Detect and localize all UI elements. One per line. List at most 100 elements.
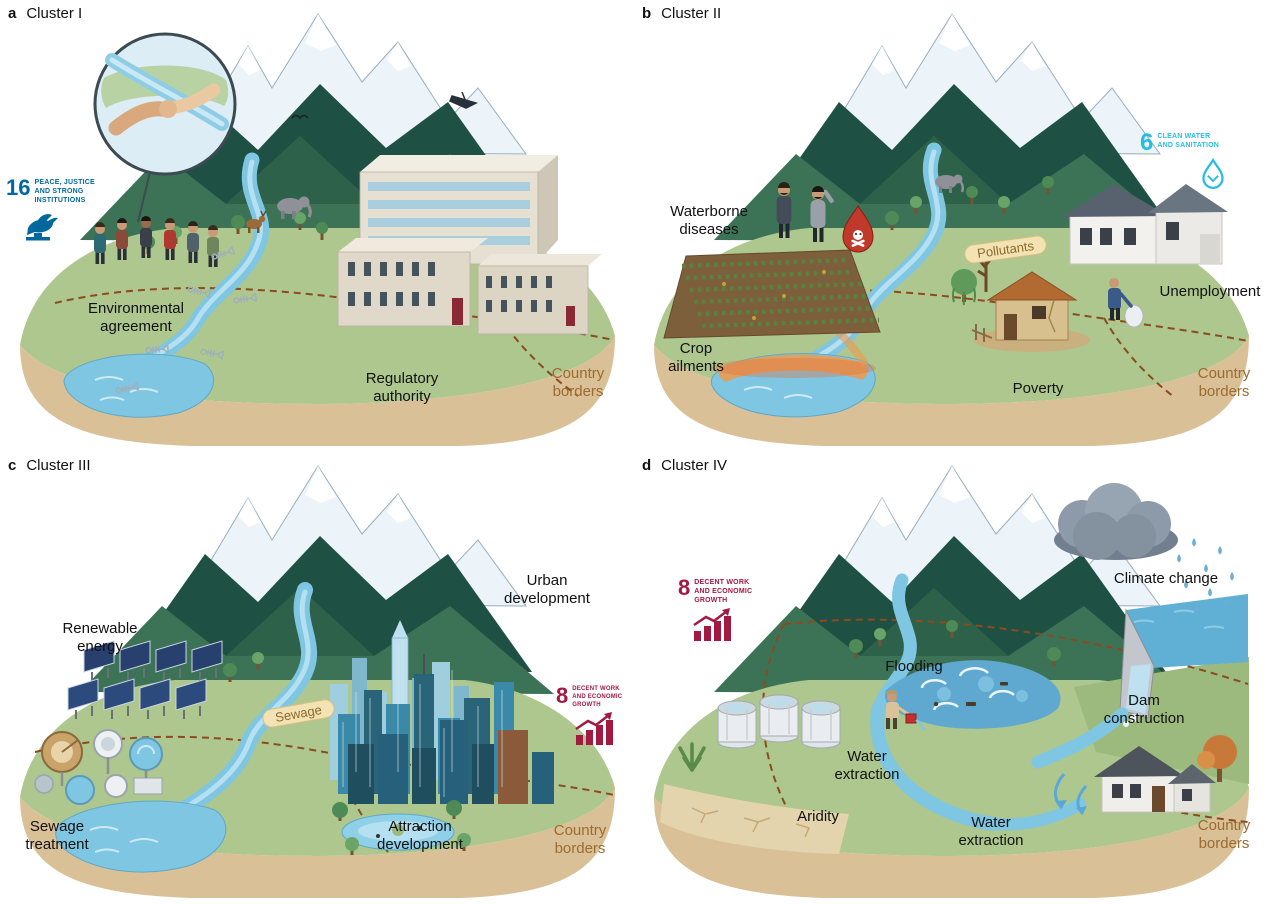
trees	[223, 652, 264, 682]
dove-gavel-icon	[26, 214, 58, 241]
water-extraction-arrows	[1054, 773, 1088, 816]
soil-base	[20, 336, 615, 446]
panel-header: d Cluster IV	[642, 457, 727, 474]
person-with-bucket	[886, 690, 926, 731]
elephant-icon	[935, 174, 965, 193]
scene-cluster-1-illustration	[20, 13, 615, 446]
growth-chart-icon	[693, 608, 731, 642]
panel-header: b Cluster II	[642, 5, 721, 22]
sewage-treatment-plant	[34, 729, 163, 805]
sdg-number: 8	[678, 575, 691, 600]
country-border-line-branch	[499, 316, 579, 397]
label-renewable-energy: Renewable energy	[62, 620, 138, 655]
scene-cluster-4-illustration	[654, 465, 1249, 898]
polluted-lake	[710, 328, 876, 418]
panel-title: Cluster IV	[661, 457, 728, 474]
label-regulatory-authority: Regulatory authority	[365, 370, 439, 405]
modern-house	[1062, 184, 1228, 265]
label-water-extraction-downstream: Water extraction	[958, 814, 1024, 849]
arid-ground	[660, 784, 849, 854]
sdg-8-badge: 8 DECENT WORK AND ECONOMIC GROWTH	[678, 575, 774, 642]
panel-letter: c	[8, 457, 17, 474]
sdg-number: 8	[556, 683, 569, 708]
house	[1094, 746, 1216, 813]
scene-cluster-2-illustration	[654, 13, 1249, 446]
autumn-tree	[1197, 735, 1237, 782]
country-border-line-branch	[1103, 317, 1175, 398]
pond-trees	[332, 800, 471, 855]
office-buildings	[337, 155, 602, 335]
deer-icon	[246, 210, 267, 233]
label-country-borders: Country borders	[1197, 365, 1251, 400]
panel-cluster-1: a Cluster I 16 PEACE, JUSTICE AND STRONG …	[0, 0, 634, 452]
airplane-icon	[449, 91, 479, 109]
label-country-borders: Country borders	[551, 365, 605, 400]
people-group	[94, 216, 219, 267]
dam	[1031, 594, 1248, 769]
sdg-caption: DECENT WORK AND ECONOMIC GROWTH	[694, 579, 753, 605]
sdg-caption: PEACE, JUSTICE AND STRONG INSTITUTIONS	[34, 179, 95, 205]
sdg-8-badge: 8 DECENT WORK AND ECONOMIC GROWTH	[556, 683, 634, 746]
panel-title: Cluster I	[26, 5, 83, 22]
wildlife	[114, 196, 312, 396]
elephant-icon	[277, 196, 312, 219]
toxic-drop-icon	[842, 205, 874, 253]
panel-header: a Cluster I	[8, 5, 82, 22]
label-crop-ailments: Crop ailments	[668, 340, 724, 375]
label-water-extraction-upstream: Water extraction	[834, 748, 900, 783]
label-unemployment: Unemployment	[1159, 283, 1261, 300]
panel-cluster-2: b Cluster II 6 CLEAN WATER AND SANITATION…	[634, 0, 1268, 452]
panel-letter: d	[642, 457, 652, 474]
label-aridity: Aridity	[797, 808, 839, 825]
soil-base	[654, 336, 1249, 446]
lake	[55, 800, 227, 873]
label-poverty: Poverty	[1012, 380, 1064, 397]
sdg-caption: DECENT WORK AND ECONOMIC GROWTH	[572, 686, 623, 708]
label-attraction-development: Attraction development	[377, 818, 463, 853]
soil-base	[654, 788, 1249, 898]
label-country-borders: Country borders	[1197, 817, 1251, 852]
city-skyline	[330, 620, 554, 804]
panel-cluster-4: d Cluster IV 8 DECENT WORK AND ECONOMIC G…	[634, 452, 1268, 904]
lake	[63, 353, 214, 418]
ruined-house	[971, 271, 1090, 352]
trees	[885, 176, 1054, 230]
person-with-trash-bag	[1108, 278, 1144, 328]
growth-chart-icon	[575, 712, 613, 746]
label-urban-development: Urban development	[504, 572, 590, 607]
handshake-magnifier	[93, 32, 237, 223]
crop-field	[663, 249, 881, 339]
attraction-pond	[332, 800, 471, 855]
label-climate-change: Climate change	[1113, 570, 1219, 587]
scene-cluster-3-illustration	[20, 465, 615, 898]
sdg-6-badge: 6 CLEAN WATER AND SANITATION	[1140, 129, 1264, 191]
water-tanks	[717, 694, 841, 749]
panel-letter: a	[8, 5, 17, 22]
sdg-number: 6	[1140, 129, 1154, 156]
panel-title: Cluster II	[661, 5, 722, 22]
label-sewage-treatment: Sewage treatment	[25, 818, 89, 853]
trees	[849, 620, 1061, 666]
label-dam-construction: Dam construction	[1103, 692, 1185, 727]
birds	[291, 114, 309, 120]
sdg-number: 16	[6, 175, 31, 200]
country-border-line-branch	[783, 618, 1249, 685]
weeping-tree	[951, 269, 977, 306]
water-drop-icon	[1202, 157, 1224, 189]
farmers	[776, 182, 834, 242]
panel-letter: b	[642, 5, 652, 22]
panel-cluster-3: c Cluster III 8 DECENT WORK AND ECONOMIC …	[0, 452, 634, 904]
rain-cloud	[1054, 483, 1178, 560]
label-flooding: Flooding	[885, 658, 943, 675]
river	[784, 142, 947, 378]
panel-header: c Cluster III	[8, 457, 91, 474]
label-country-borders: Country borders	[553, 822, 607, 857]
sdg-caption: CLEAN WATER AND SANITATION	[1157, 133, 1220, 150]
label-waterborne-diseases: Waterborne diseases	[670, 203, 748, 238]
panel-title: Cluster III	[26, 457, 91, 474]
agave-plant	[678, 742, 706, 772]
solar-panels	[67, 640, 223, 719]
river	[114, 152, 270, 380]
label-environmental-agreement: Environmental agreement	[88, 300, 184, 335]
